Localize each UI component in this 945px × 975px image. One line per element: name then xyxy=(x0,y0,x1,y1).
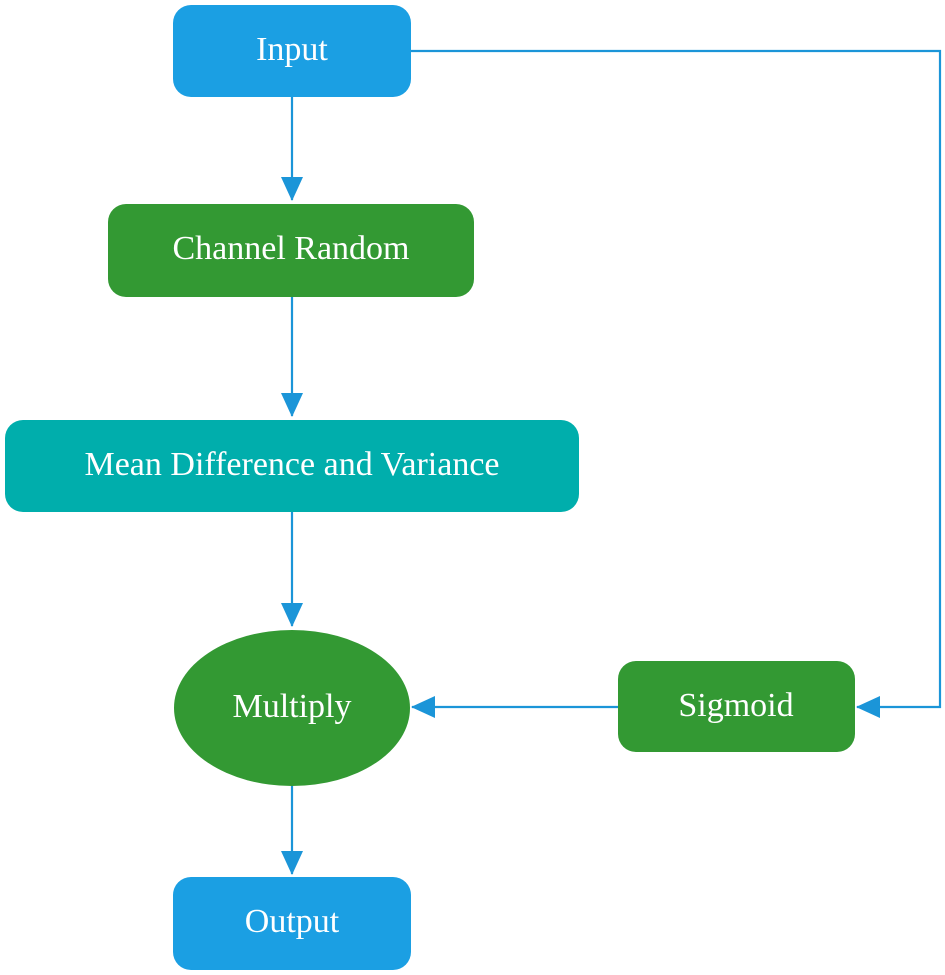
edge-input-to-sigmoid xyxy=(411,49,942,718)
edges xyxy=(281,49,942,875)
multiply-node: Multiply xyxy=(174,630,410,786)
input-node-box xyxy=(173,5,411,97)
multiply-node-ellipse xyxy=(174,630,410,786)
output-node-box xyxy=(173,877,411,970)
channel-random-node: Channel Random xyxy=(108,204,474,297)
mean-difference-node-box xyxy=(5,420,579,512)
input-node: Input xyxy=(173,5,411,97)
output-node-label: Output xyxy=(245,903,340,940)
output-node: Output xyxy=(173,877,411,970)
input-node-label: Input xyxy=(256,31,328,68)
sigmoid-node-label: Sigmoid xyxy=(678,687,793,724)
multiply-node-label: Multiply xyxy=(232,688,351,725)
mean-difference-node-label: Mean Difference and Variance xyxy=(84,446,499,483)
channel-random-node-label: Channel Random xyxy=(172,230,409,267)
mean-difference-node: Mean Difference and Variance xyxy=(5,420,579,512)
channel-random-node-box xyxy=(108,204,474,297)
sigmoid-node: Sigmoid xyxy=(618,661,855,752)
sigmoid-node-box xyxy=(618,661,855,752)
